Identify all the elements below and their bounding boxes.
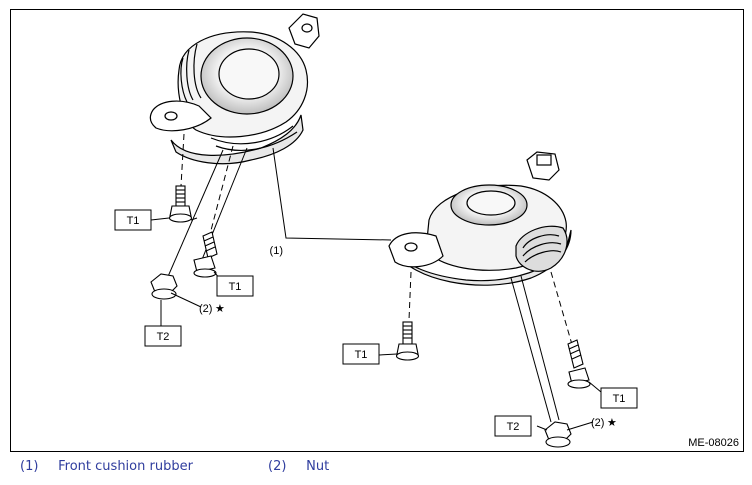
legend-item-2: (2) Nut [268,459,329,474]
torque-text: T2 [507,421,520,433]
left-cushion-rubber [149,13,320,165]
right-leader-lines [510,275,560,423]
left-t1-upper-leader [190,217,198,221]
right-dashed-guides [408,271,574,349]
left-t1-box-link [150,217,170,221]
right-lower-bolt [567,339,591,389]
torque-label-right-lower: T1 [600,387,638,409]
left-nut [150,273,178,300]
right-nut-leader [566,421,594,431]
right-cushion-rubber [388,151,572,286]
torque-label-right-nut: T2 [494,415,532,437]
left-lower-bolt [193,231,218,278]
right-upper-bolt [395,321,420,361]
left-dashed-guides [180,133,234,239]
part1-callout: (1) [270,245,283,257]
right-t2-leader [536,425,548,431]
left-upper-bolt [168,185,193,223]
torque-text: T1 [127,215,140,227]
legend-text: Front cushion rubber [58,459,193,474]
figure-code: ME-08026 [688,437,739,449]
star-mark-left: ★ [215,303,225,315]
right-t1-upper-leader [378,353,398,356]
part1-callout-leader [272,147,392,241]
part2-callout-right: (2) [591,417,604,429]
torque-label-left-upper: T1 [114,209,152,231]
legend-number: (1) [20,459,39,474]
torque-text: T2 [157,331,170,343]
star-mark-right: ★ [607,417,617,429]
legend: (1) Front cushion rubber (2) Nut [20,459,740,479]
right-nut [544,421,572,448]
legend-number: (2) [268,459,287,474]
torque-text: T1 [613,393,626,405]
legend-text: Nut [306,459,330,474]
torque-label-left-lower: T1 [216,275,254,297]
left-nut-leader [170,292,202,308]
torque-label-left-nut: T2 [144,325,182,347]
right-t1-lower-leader [588,381,602,393]
exploded-view-diagram: T1 T1 T2 T1 T1 T2 (1) (2) ★ (2) ★ ME-080… [114,13,739,449]
legend-item-1: (1) Front cushion rubber [20,459,193,474]
torque-text: T1 [229,281,242,293]
torque-text: T1 [355,349,368,361]
diagram-frame: T1 T1 T2 T1 T1 T2 (1) (2) ★ (2) ★ ME-080… [10,9,744,452]
torque-label-right-upper: T1 [342,343,380,365]
part2-callout-left: (2) [199,303,212,315]
